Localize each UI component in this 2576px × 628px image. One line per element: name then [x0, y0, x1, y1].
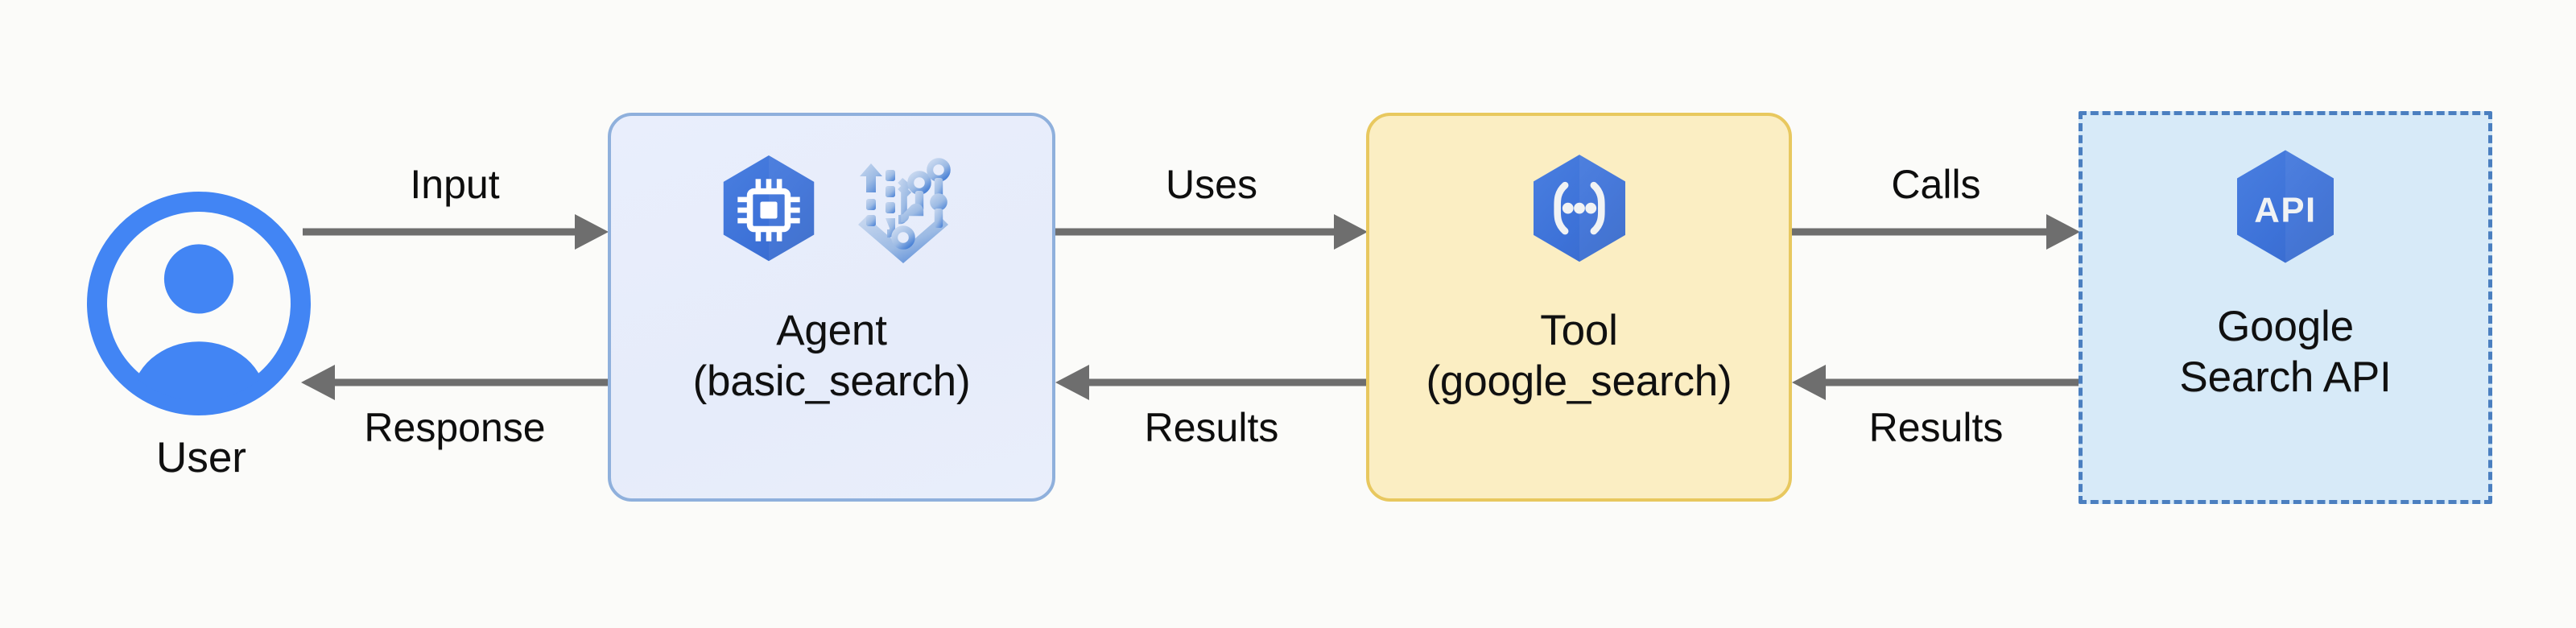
edge-tool-to-api — [1792, 211, 2080, 253]
node-api-caption: Google Search API — [2179, 303, 2392, 401]
edge-label-calls: Calls — [1891, 162, 1981, 207]
user-label: User — [156, 434, 246, 481]
edge-label-results-tool-agent: Results — [1144, 405, 1279, 450]
agent-icon-row — [708, 151, 955, 272]
node-google-search-api[interactable]: API Google Search API — [2079, 111, 2492, 504]
edge-label-uses: Uses — [1166, 162, 1257, 207]
agent-workflow-icon — [852, 157, 955, 267]
edge-label-response: Response — [364, 405, 546, 450]
svg-text:API: API — [2254, 190, 2316, 229]
node-tool[interactable]: Tool (google_search) — [1366, 113, 1792, 502]
user-avatar-icon — [87, 192, 311, 415]
edge-tool-to-agent — [1055, 362, 1368, 403]
api-icon-row: API — [2221, 146, 2350, 275]
edge-label-input: Input — [410, 162, 500, 207]
edge-user-to-agent — [301, 211, 609, 253]
node-agent[interactable]: Agent (basic_search) — [608, 113, 1055, 502]
edge-agent-to-user — [301, 362, 609, 403]
node-agent-caption: Agent (basic_search) — [692, 307, 971, 405]
api-hexagon-icon: API — [2221, 144, 2350, 277]
edge-api-to-tool — [1792, 362, 2080, 403]
braces-dots-hexagon-icon — [1518, 149, 1641, 275]
tool-icon-row — [1518, 151, 1641, 272]
edge-label-results-api-tool: Results — [1868, 405, 2004, 450]
node-tool-caption: Tool (google_search) — [1426, 307, 1732, 405]
edge-agent-to-tool — [1055, 211, 1368, 253]
chip-hexagon-icon — [708, 150, 829, 275]
